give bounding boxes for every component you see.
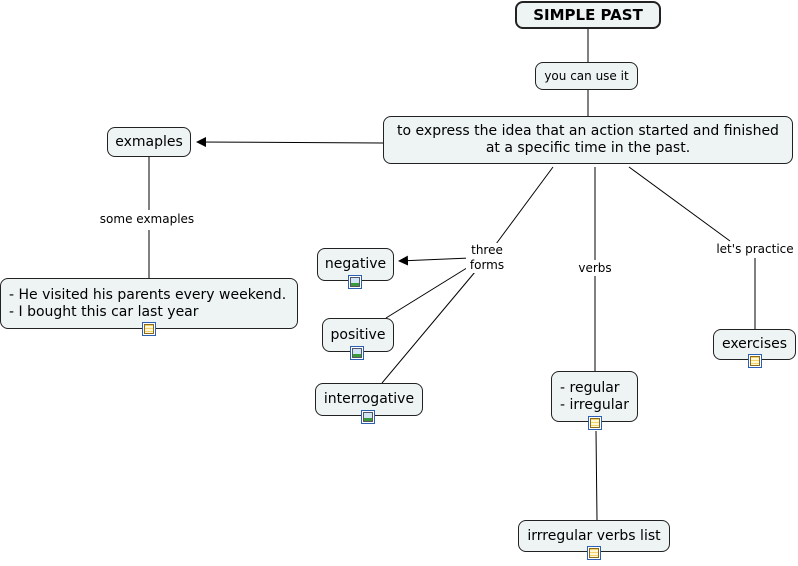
document-icon [144,324,154,334]
link-threeforms-positive [385,265,471,319]
verbs-list-node[interactable]: - regular - irregular [551,371,638,422]
document-resource-icon[interactable] [588,416,602,430]
link-label-lets-practice: let's practice [713,242,797,257]
link-idea-threeforms [495,166,554,245]
idea-node[interactable]: to express the idea that an action start… [383,116,793,164]
document-resource-icon[interactable] [748,354,762,368]
document-resource-icon[interactable] [587,546,601,560]
root-label: SIMPLE PAST [533,5,643,24]
idea-label: to express the idea that an action start… [397,123,779,156]
link-idea-examples [196,137,384,148]
examples-node[interactable]: exmaples [107,127,191,157]
interrogative-label: interrogative [323,391,415,407]
document-icon [590,418,600,428]
negative-label: negative [324,256,387,272]
link-label-three-forms: three forms [466,243,508,273]
link-list-irregular [595,430,598,521]
link-idea-practice [628,166,731,242]
root-node[interactable]: SIMPLE PAST [515,1,661,29]
document-icon [589,548,599,558]
image-resource-icon[interactable] [348,275,362,289]
image-icon [352,348,362,358]
exercises-label: exercises [721,336,788,352]
link-threeforms-negative [398,255,471,266]
image-icon [350,277,360,287]
link-label-some-examples: some exmaples [97,212,197,227]
example-sentences-node[interactable]: - He visited his parents every weekend. … [0,278,298,329]
irregular-list-label: irrregular verbs list [527,527,661,544]
document-icon [750,356,760,366]
image-icon [363,412,373,422]
examples-label: exmaples [115,133,183,150]
link-label-verbs: verbs [575,261,615,276]
positive-label: positive [330,326,386,343]
use-label: you can use it [544,68,629,83]
image-resource-icon[interactable] [350,346,364,360]
use-node[interactable]: you can use it [535,62,638,90]
image-resource-icon[interactable] [361,410,375,424]
link-threeforms-interrogative [381,271,476,384]
example-sentences-label: - He visited his parents every weekend. … [9,286,287,320]
verbs-list-label: - regular - irregular [560,379,629,413]
document-resource-icon[interactable] [142,322,156,336]
